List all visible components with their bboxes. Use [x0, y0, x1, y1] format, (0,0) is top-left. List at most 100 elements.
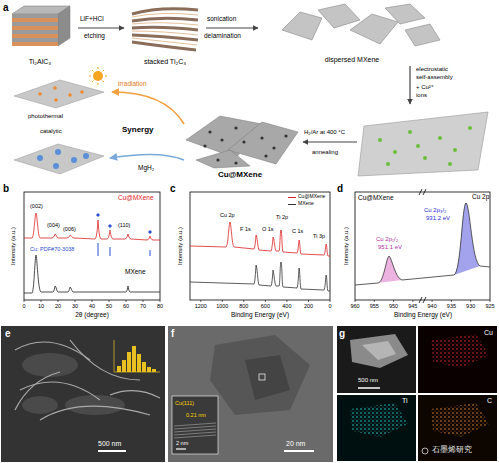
xrd-plot: [24, 192, 160, 302]
process-arrow: [303, 141, 357, 142]
figure-label: catalytic: [40, 128, 62, 135]
photothermal-sketch: [14, 67, 107, 108]
figure-label: 925: [485, 303, 494, 309]
figure-label: (004): [47, 222, 60, 228]
figure-label: g: [339, 328, 345, 339]
process-node: dispersed MXene: [260, 4, 444, 64]
tem-image: [168, 326, 333, 462]
legend-label: Cu@MXene: [298, 194, 325, 200]
figure-label: 1000: [216, 303, 228, 309]
figure-label: 951.1 eV: [378, 244, 402, 251]
figure-label: etching: [84, 32, 105, 39]
figure-label: 955: [370, 303, 379, 309]
figure-label: 50: [106, 303, 112, 309]
figure-label: Intensity (a.u.): [343, 227, 350, 265]
figure-label: C: [487, 397, 492, 405]
figure-label: 500 nm: [98, 440, 121, 448]
figure-label: Cu 2p: [220, 212, 235, 218]
figure-label: 500 nm: [358, 377, 378, 384]
figure-label: Cu 2p: [472, 193, 489, 200]
figure-label: Intensity (a.u.): [10, 227, 17, 265]
figure-label: 1200: [195, 303, 207, 309]
figure-label: sonication: [207, 15, 236, 22]
figure-label: MXene: [125, 268, 146, 275]
figure-label: 0: [22, 303, 25, 309]
node-label: dispersed MXene: [260, 56, 444, 64]
figure-label: Ti 2p: [276, 214, 288, 220]
figure-label: 2 nm: [176, 440, 188, 446]
figure-label: 60: [123, 303, 129, 309]
figure-label: e: [5, 328, 11, 339]
xps-survey-plot: [190, 192, 330, 302]
figure-label: 931.2 eV: [426, 215, 450, 222]
process-arrow: [78, 27, 124, 28]
catalytic-sketch: [14, 144, 104, 174]
figure-label: photothermal: [28, 113, 63, 120]
figure-label: LiF+HCl: [80, 15, 104, 22]
figure-label: Cu: PDF#70-3038: [30, 246, 74, 252]
figure-label: Binding Energy (eV): [394, 311, 452, 318]
figure-label: Intensity (a.u.): [177, 227, 184, 265]
figure-label: 930: [466, 303, 475, 309]
figure-label: Binding Energy (eV): [231, 311, 289, 318]
figure-label: 10: [38, 303, 44, 309]
figure-label: 200: [304, 303, 313, 309]
figure-label: 30: [72, 303, 78, 309]
figure-label: 960: [350, 303, 359, 309]
eds-maps: [337, 326, 497, 461]
figure-label: 石墨烯研究: [432, 446, 472, 455]
figure-label: 800: [239, 303, 248, 309]
figure-label: Cu@MXene: [118, 194, 154, 201]
figure-label: MgH₂: [138, 164, 154, 171]
process-node: Ti₂AlC₃: [4, 4, 76, 66]
figure-label: c: [170, 183, 176, 194]
figure-label: F 1s: [240, 226, 251, 232]
figure-label: f: [171, 328, 174, 339]
figure-label: O 1s: [262, 226, 274, 232]
figure-label: C 1s: [292, 228, 303, 234]
synergy-arrow: [110, 154, 184, 160]
sem-image: [1, 326, 165, 462]
figure-label: 20 nm: [286, 440, 305, 448]
figure-label: self-assembly: [416, 74, 453, 81]
figure-label: 0.21 nm: [186, 412, 206, 418]
max-phase-block: [12, 6, 70, 46]
process-arrow: [409, 66, 410, 104]
figure-label: Synergy: [122, 126, 154, 135]
figure-label: 935: [447, 303, 456, 309]
figure-label: irradiation: [118, 80, 147, 87]
node-label: Ti₂AlC₃: [4, 58, 76, 66]
figure-label: Cu@MXene: [358, 194, 394, 201]
figure-label: Cu 2p₁/₂: [376, 236, 398, 243]
figure-label: ions: [416, 92, 427, 99]
figure-label: 2θ (degree): [75, 311, 109, 318]
legend-label: MXene: [298, 201, 314, 207]
self-assembly-sheet: [358, 112, 488, 176]
figure-label: 950: [389, 303, 398, 309]
figure-label: 40: [89, 303, 95, 309]
figure-label: 70: [140, 303, 146, 309]
process-arrow: [206, 27, 258, 28]
figure-label: Ti: [402, 397, 408, 405]
figure-label: (110): [118, 222, 130, 228]
legend-swatch: [288, 197, 296, 198]
figure-label: annealing: [312, 149, 338, 156]
process-node: stacked Ti₂C₃: [126, 4, 204, 66]
process-node: Cu@MXene: [178, 110, 302, 180]
cu-mxene-sheets: [186, 116, 298, 168]
figure-label: 0: [328, 303, 331, 309]
figure-label: H₂/Ar at 400 °C: [304, 129, 345, 136]
xps-cu2p-plot: [355, 189, 490, 303]
figure-label: 20: [55, 303, 61, 309]
figure-label: 600: [261, 303, 270, 309]
figure-label: 80: [157, 303, 163, 309]
figure-label: electrostatic: [416, 66, 448, 73]
synergy-arrow: [112, 92, 184, 124]
figure-label: (002): [30, 203, 43, 209]
figure-label: 945: [408, 303, 417, 309]
node-label: stacked Ti₂C₃: [126, 58, 204, 66]
figure-label: 400: [282, 303, 291, 309]
figure-label: delamination: [204, 32, 241, 39]
figure-label: + Cu²⁺: [416, 84, 434, 91]
